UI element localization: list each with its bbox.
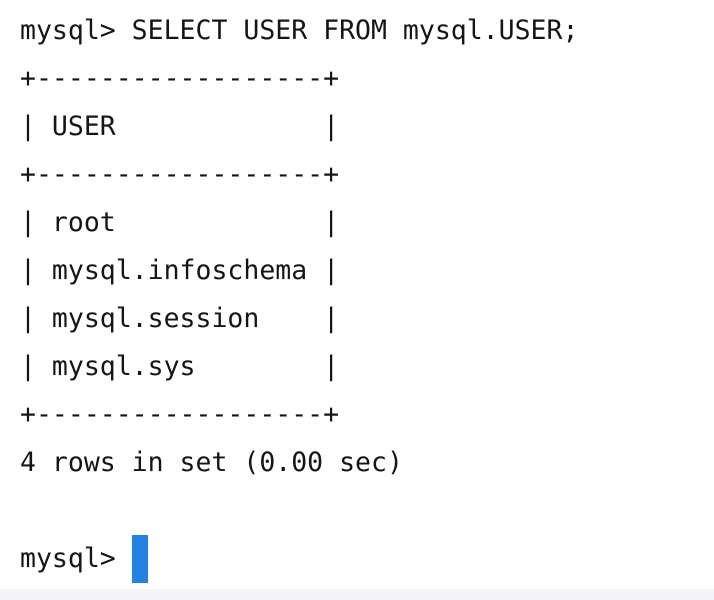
status-line: 4 rows in set (0.00 sec) [20,447,403,478]
table-row-root: | root | [20,207,340,238]
blank-line [20,487,714,535]
prompt-line: mysql> [20,535,714,583]
table-border-top: +------------------+ [20,63,340,94]
table-border-middle: +------------------+ [20,159,340,190]
table-row-session: | mysql.session | [20,303,340,334]
table-row-infoschema: | mysql.infoschema | [20,255,340,286]
bottom-bar [0,589,714,600]
table-row-sys: | mysql.sys | [20,351,340,382]
table-border-bottom: +------------------+ [20,399,340,430]
terminal-cursor[interactable] [131,535,148,583]
table-header-row: | USER | [20,111,340,142]
command-line: mysql> SELECT USER FROM mysql.USER; [20,15,579,46]
prompt-text: mysql> [20,543,132,574]
